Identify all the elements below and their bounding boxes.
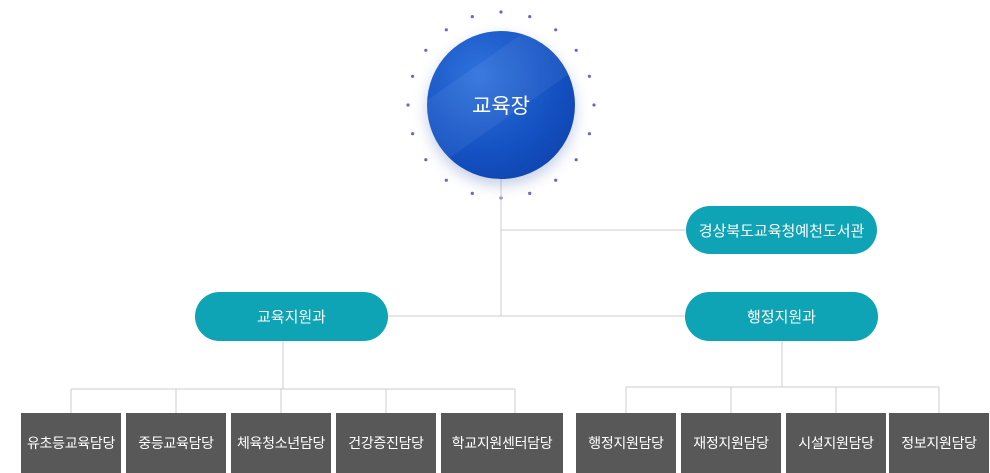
node-education-support-dept: 교육지원과: [195, 292, 388, 341]
node-team-health-promotion: 건강증진담당: [336, 413, 436, 473]
node-team-facility-support: 시설지원담당: [786, 413, 886, 473]
decorative-dot: [528, 15, 532, 19]
node-team-admin-support: 행정지원담당: [576, 413, 676, 473]
decorative-dot: [470, 15, 474, 19]
team-label: 시설지원담당: [798, 436, 874, 452]
node-team-elementary-edu: 유초등교육담당: [21, 413, 121, 473]
node-admin-support-dept-label: 행정지원과: [746, 308, 816, 326]
node-education-support-dept-label: 교육지원과: [256, 308, 326, 326]
decorative-dot: [444, 28, 448, 32]
node-library: 경상북도교육청예천도서관: [686, 206, 877, 254]
node-team-school-support-center: 학교지원센터담당: [441, 413, 563, 473]
decorative-dot: [411, 74, 415, 78]
team-label: 건강증진담당: [348, 436, 424, 452]
team-label: 재정지원담당: [693, 436, 769, 452]
decorative-dot: [411, 132, 415, 136]
team-label: 유초등교육담당: [26, 436, 116, 452]
decorative-dot: [574, 158, 578, 162]
team-label: 정보지원담당: [901, 436, 977, 452]
decorative-dot: [554, 178, 558, 182]
decorative-dot: [470, 191, 474, 195]
node-superintendent-label: 교육장: [472, 94, 530, 118]
node-team-finance-support: 재정지원담당: [681, 413, 781, 473]
decorative-dot: [444, 178, 448, 182]
team-label: 중등교육담당: [138, 436, 214, 452]
decorative-dot: [424, 48, 428, 52]
decorative-dot: [528, 191, 532, 195]
node-team-info-support: 정보지원담당: [889, 413, 989, 473]
decorative-dot-ring: [406, 10, 596, 200]
node-team-secondary-edu: 중등교육담당: [126, 413, 226, 473]
decorative-dot: [587, 132, 592, 136]
node-superintendent: 교육장: [427, 31, 575, 179]
node-admin-support-dept: 행정지원과: [685, 292, 878, 341]
decorative-dot: [592, 103, 596, 107]
node-library-label: 경상북도교육청예천도서관: [698, 221, 865, 240]
decorative-dot: [424, 158, 428, 162]
decorative-dot: [406, 103, 410, 107]
team-label: 체육청소년담당: [236, 436, 326, 452]
decorative-dot: [587, 74, 592, 78]
team-label: 학교지원센터담당: [451, 436, 553, 452]
decorative-dot: [499, 10, 503, 14]
team-label: 행정지원담당: [588, 436, 664, 452]
decorative-dot: [574, 48, 578, 52]
node-team-physical-youth: 체육청소년담당: [231, 413, 331, 473]
